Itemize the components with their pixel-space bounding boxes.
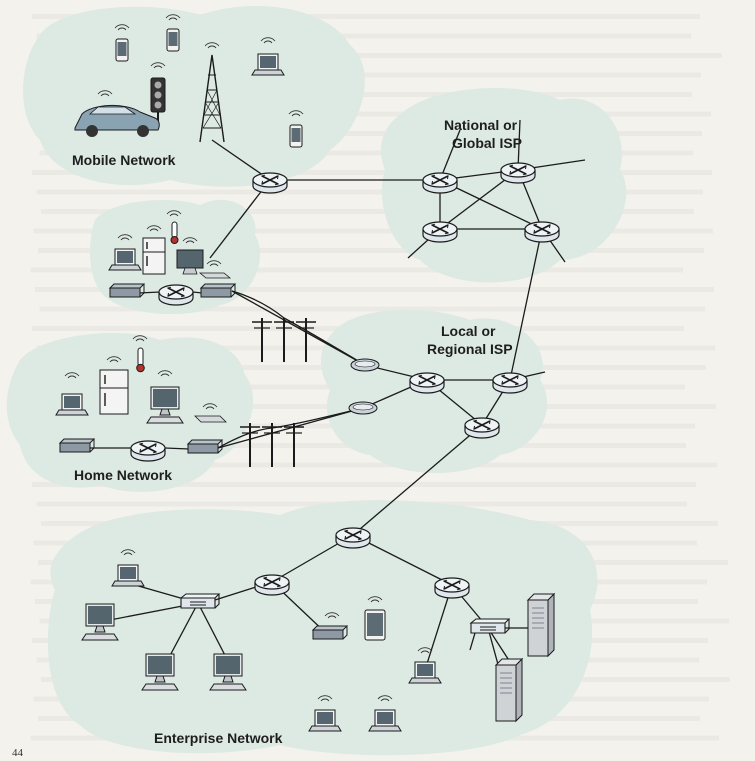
thermometer-icon xyxy=(166,210,182,244)
label-mobile-network: Mobile Network xyxy=(72,152,176,168)
network-link xyxy=(164,447,190,450)
background-text-line xyxy=(33,228,713,234)
background-text-line xyxy=(41,53,722,58)
network-link xyxy=(424,584,453,671)
background-text-line xyxy=(39,150,693,156)
router-icon xyxy=(422,221,458,243)
keyboard-icon xyxy=(198,260,232,279)
traffic-light-icon xyxy=(150,62,166,125)
refrigerator-icon xyxy=(99,356,129,415)
background-text-line xyxy=(38,92,692,97)
network-link xyxy=(439,179,543,230)
background-text-line xyxy=(32,482,696,487)
smartphone-icon xyxy=(289,124,303,148)
router-icon xyxy=(422,172,458,194)
utility-poles-upper xyxy=(251,317,317,363)
label-local-isp-line2: Regional ISP xyxy=(427,341,513,357)
keyboard-icon xyxy=(194,403,227,423)
wifi-access-point-icon xyxy=(350,358,380,372)
background-text-line xyxy=(39,462,717,468)
background-text-line xyxy=(30,111,711,117)
desktop-pc-icon xyxy=(146,386,184,424)
link-layer-switch-icon xyxy=(180,593,220,609)
background-text-line xyxy=(32,170,712,175)
router-icon xyxy=(409,372,445,394)
desktop-pc-icon xyxy=(81,603,119,641)
modem-icon xyxy=(59,438,95,453)
tablet-icon xyxy=(364,609,386,641)
label-home-network: Home Network xyxy=(74,467,172,483)
cell-tower-icon xyxy=(199,42,225,143)
utility-pole-icon xyxy=(295,317,317,363)
background-text-line xyxy=(41,209,694,214)
router-icon xyxy=(464,417,500,439)
home-network-upper-devices xyxy=(108,210,236,306)
network-link xyxy=(138,291,161,294)
cloud-mobile xyxy=(23,6,365,187)
router-icon xyxy=(434,577,470,599)
router-icon xyxy=(492,372,528,394)
router-icon xyxy=(252,172,288,194)
smartphone-icon xyxy=(115,38,129,62)
tv-icon xyxy=(176,237,204,275)
wifi-access-point-icon xyxy=(348,401,378,415)
utility-poles-lower xyxy=(239,422,305,468)
background-text-line xyxy=(33,72,701,78)
background-text-line xyxy=(32,14,700,19)
wifi-base-station-icon xyxy=(312,625,348,640)
smartphone-icon xyxy=(166,28,180,52)
label-local-isp-line1: Local or xyxy=(441,323,496,339)
network-link xyxy=(211,139,271,181)
network-link xyxy=(209,179,271,259)
network-link xyxy=(509,228,543,381)
modem-icon xyxy=(109,283,145,298)
router-icon xyxy=(335,527,371,549)
server-icon xyxy=(495,658,523,722)
server-icon xyxy=(527,593,555,657)
network-link xyxy=(469,632,476,651)
desktop-pc-icon xyxy=(141,653,179,691)
background-text-line xyxy=(35,287,714,292)
thermometer-icon xyxy=(132,335,148,373)
link-layer-switch-icon xyxy=(470,618,510,634)
page-number: 44 xyxy=(12,747,24,759)
modem-icon xyxy=(187,439,223,454)
network-link xyxy=(217,407,364,449)
network-link xyxy=(517,119,521,171)
refrigerator-icon xyxy=(142,225,166,275)
router-icon xyxy=(524,221,560,243)
label-national-isp-line1: National or xyxy=(444,117,518,133)
home-network-devices xyxy=(55,335,227,462)
label-enterprise-network: Enterprise Network xyxy=(154,730,283,746)
modem-icon xyxy=(200,283,236,298)
router-icon xyxy=(500,162,536,184)
network-link xyxy=(439,129,461,181)
desktop-pc-icon xyxy=(209,653,247,691)
car-icon xyxy=(74,90,160,137)
label-national-isp-line2: Global ISP xyxy=(452,135,522,151)
background-text-line xyxy=(36,33,691,39)
network-link xyxy=(352,424,483,536)
background-text-line xyxy=(30,267,683,273)
background-text-line xyxy=(35,131,702,136)
background-text-line xyxy=(36,189,703,195)
router-icon xyxy=(254,574,290,596)
background-text-line xyxy=(39,306,705,312)
utility-pole-icon xyxy=(251,317,273,363)
mobile-network-devices xyxy=(74,14,304,148)
router-icon xyxy=(158,284,194,306)
router-icon xyxy=(130,440,166,462)
utility-pole-icon xyxy=(273,317,295,363)
background-text-line xyxy=(38,248,704,253)
